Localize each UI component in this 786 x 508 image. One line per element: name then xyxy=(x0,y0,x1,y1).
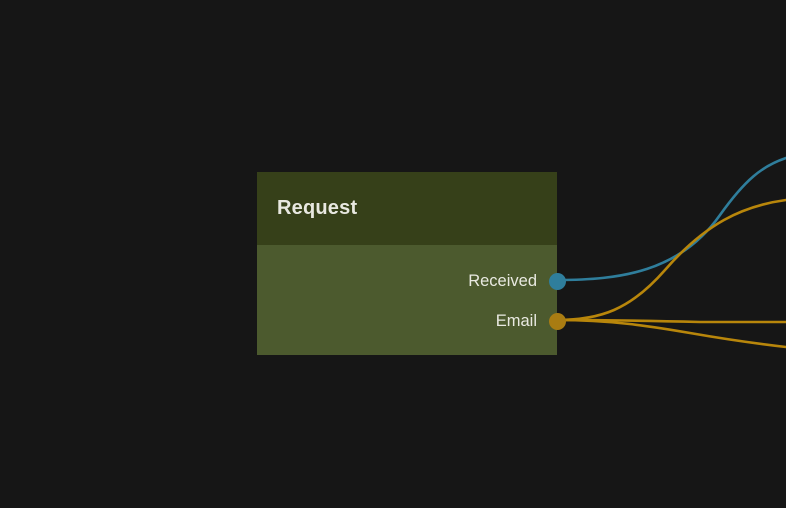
port-row-email[interactable]: Email xyxy=(495,310,566,332)
received-edge-1[interactable] xyxy=(555,156,786,282)
port-dot-email[interactable] xyxy=(549,312,566,330)
port-row-received[interactable]: Received xyxy=(468,270,566,292)
port-label-email: Email xyxy=(495,311,537,330)
node-body: Received Email xyxy=(257,245,566,355)
email-edge-down[interactable] xyxy=(555,318,786,349)
email-edge-straight[interactable] xyxy=(555,318,786,324)
node-header[interactable]: Request xyxy=(257,172,557,245)
email-edge-up[interactable] xyxy=(555,198,786,322)
port-dot-received[interactable] xyxy=(549,272,566,290)
node-request[interactable]: Request Received Email xyxy=(257,172,566,355)
port-label-received: Received xyxy=(468,271,537,290)
node-title: Request xyxy=(277,197,358,219)
